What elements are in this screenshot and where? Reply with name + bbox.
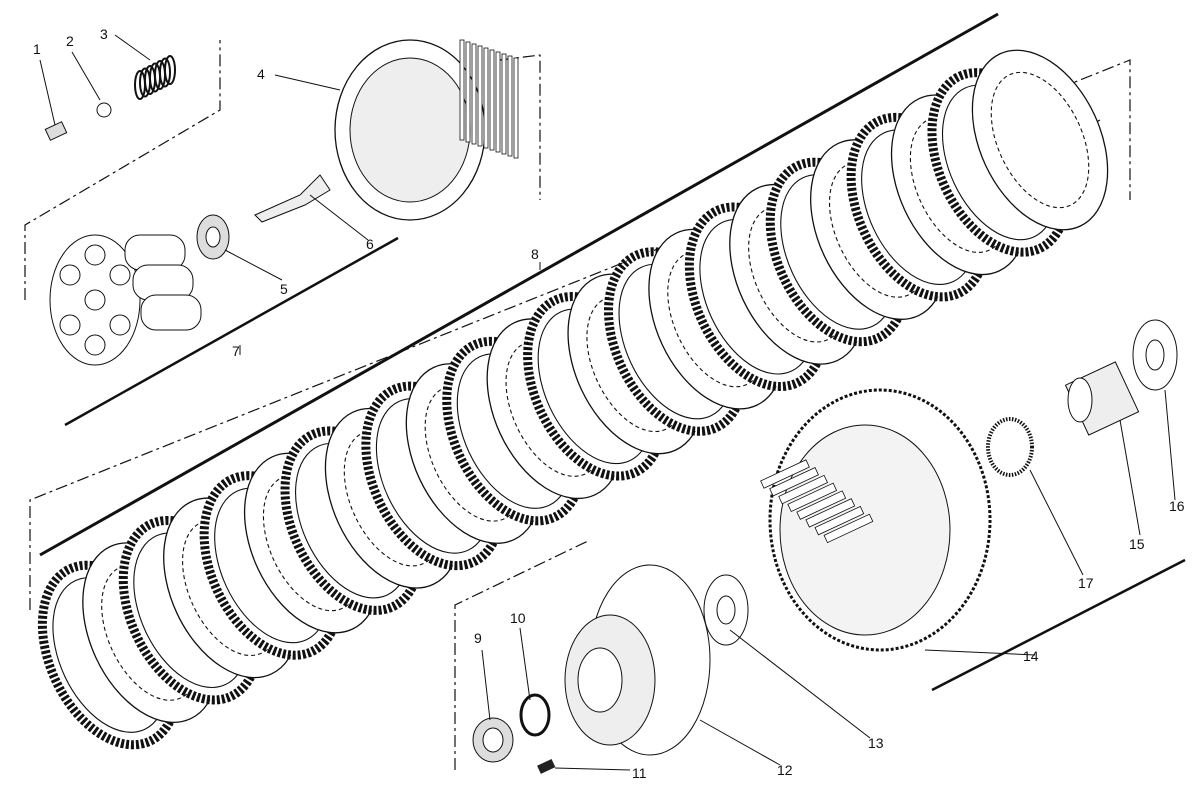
pressure-plate-dashed-line xyxy=(499,54,541,200)
pressure-plate-tooth xyxy=(495,51,501,153)
spring-coil xyxy=(164,55,176,85)
drum-group-bracket-line xyxy=(931,558,1186,692)
part-label-3: 3 xyxy=(100,26,108,42)
clutch-drum-slot xyxy=(778,474,829,505)
pressure-plate-tooth xyxy=(507,55,513,157)
spring-holder-hole xyxy=(59,264,81,286)
pressure-plate-tooth xyxy=(513,57,519,159)
part-label-16: 16 xyxy=(1169,498,1185,514)
thrust-washer-bore xyxy=(716,595,736,625)
needle-bearing xyxy=(986,417,1034,477)
part-label-1: 1 xyxy=(33,41,41,57)
pressure-plate-tooth xyxy=(459,39,465,141)
part-label-13: 13 xyxy=(868,735,884,751)
hub-nut-bore xyxy=(482,727,504,753)
leader-line xyxy=(114,34,151,61)
screw xyxy=(44,121,68,141)
leader-line xyxy=(481,649,491,721)
bushing-end xyxy=(1067,377,1093,423)
leader-line xyxy=(519,627,531,701)
spring-holder-hole xyxy=(109,314,131,336)
pressure-plate-tooth xyxy=(501,53,507,155)
leader-line xyxy=(1164,389,1176,501)
part-label-5: 5 xyxy=(280,281,288,297)
part-label-4: 4 xyxy=(257,66,265,82)
leader-line xyxy=(71,51,101,101)
leader-line xyxy=(554,767,631,771)
spring-holder-hole xyxy=(84,334,106,356)
part-label-15: 15 xyxy=(1129,536,1145,552)
clutch-drum-slot xyxy=(814,505,865,536)
spring-holder-hole xyxy=(59,314,81,336)
part-label-10: 10 xyxy=(510,610,526,626)
plate-pack-dashed-box xyxy=(29,59,1131,610)
hub-group-dashed-box xyxy=(454,539,591,770)
leader-line xyxy=(309,194,369,241)
pushrod xyxy=(254,174,331,223)
leader-line xyxy=(274,74,341,91)
spring-holder-hole xyxy=(84,244,106,266)
part-label-6: 6 xyxy=(366,236,374,252)
part-label-17: 17 xyxy=(1078,575,1094,591)
pressure-plate-tooth xyxy=(465,41,471,143)
clutch-drum-slot xyxy=(796,490,847,520)
part-label-7: 7 xyxy=(232,343,240,359)
clutch-drum xyxy=(779,424,951,636)
pressure-plate-tooth xyxy=(477,45,483,147)
steel-plate xyxy=(971,49,1109,231)
plate-pack-bracket-line xyxy=(39,12,999,557)
pressure-plate-inner xyxy=(349,57,471,203)
spring-holder-post xyxy=(140,294,202,331)
leader-line xyxy=(1119,419,1141,536)
shim-washer-bore xyxy=(1145,339,1165,371)
part-label-9: 9 xyxy=(474,630,482,646)
plate-outer-ring xyxy=(971,49,1109,231)
part-label-14: 14 xyxy=(1023,648,1039,664)
clutch-drum-slot xyxy=(769,467,819,497)
leader-line xyxy=(224,249,283,281)
part-label-12: 12 xyxy=(777,762,793,778)
pressure-plate-tooth xyxy=(489,49,495,151)
clutch-hub-bore xyxy=(577,647,623,713)
pressure-group-bracket-line xyxy=(64,236,399,427)
clutch-drum-slot xyxy=(787,482,838,513)
leader-line xyxy=(924,649,1036,656)
part-label-8: 8 xyxy=(531,246,539,262)
washer xyxy=(96,102,112,118)
bearing-bore xyxy=(205,226,221,248)
clutch-drum-slot xyxy=(823,513,874,544)
pressure-plate-tooth xyxy=(471,43,477,145)
leader-line xyxy=(39,59,56,126)
leader-line xyxy=(699,719,781,766)
pressure-plate-tooth xyxy=(483,47,489,149)
lock-washer xyxy=(519,693,551,737)
plate-inner-ring xyxy=(990,71,1090,209)
spring-coil xyxy=(159,57,171,88)
leader-line xyxy=(1029,469,1084,576)
screw-group-dashed-box xyxy=(24,40,221,300)
clutch-drum-slot xyxy=(760,459,810,489)
spring-holder-hole xyxy=(84,289,106,311)
grub-screw xyxy=(537,758,556,774)
part-label-2: 2 xyxy=(66,33,74,49)
spring-holder-hole xyxy=(109,264,131,286)
leader-line xyxy=(729,629,871,739)
part-label-11: 11 xyxy=(632,765,647,781)
clutch-drum-slot xyxy=(805,498,856,528)
